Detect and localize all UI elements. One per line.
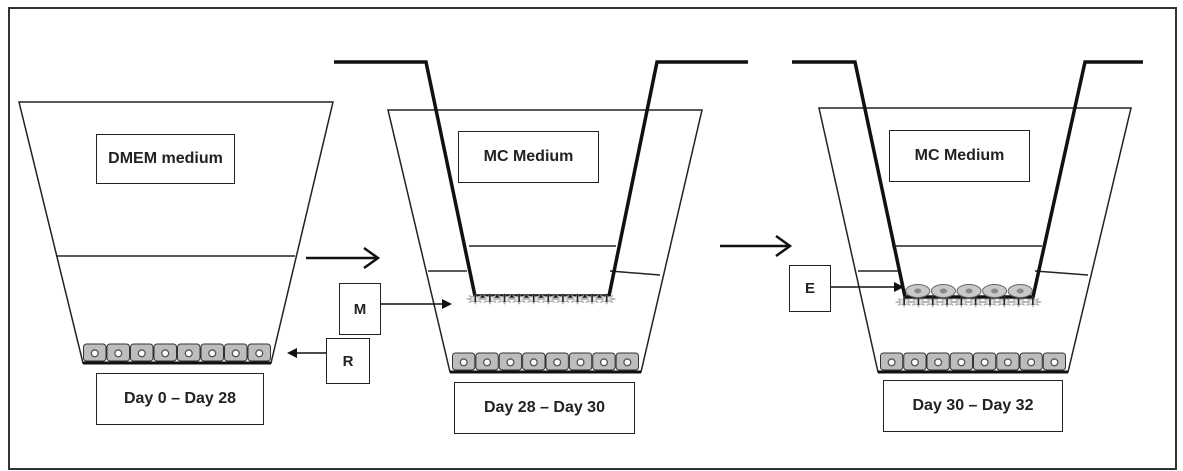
cell-nucleus xyxy=(910,358,919,367)
cell-nucleus xyxy=(980,358,989,367)
pointer-R xyxy=(287,348,326,358)
cell-nucleus xyxy=(957,358,966,367)
cell-nucleus xyxy=(184,349,193,358)
cell-nucleus xyxy=(991,288,999,294)
cell-nucleus xyxy=(90,349,99,358)
cell-nucleus xyxy=(599,358,608,367)
cell-nucleus xyxy=(623,358,632,367)
cell-monolayer-2 xyxy=(452,352,639,371)
stage-2-medium-label: MC Medium xyxy=(458,131,599,183)
well-3-medium-level-right xyxy=(1034,270,1089,276)
cell-nucleus xyxy=(934,358,943,367)
cell-nucleus xyxy=(887,358,896,367)
cell-nucleus xyxy=(1050,358,1059,367)
pointer-M xyxy=(374,299,452,309)
cell-nucleus xyxy=(459,358,468,367)
cell-monolayer-1 xyxy=(83,343,271,362)
cell-nucleus xyxy=(1027,358,1036,367)
cell-nucleus xyxy=(553,358,562,367)
cell-nucleus xyxy=(529,358,538,367)
cell-monolayer-3 xyxy=(880,352,1066,371)
cell-nucleus xyxy=(208,349,217,358)
well-stage-2 xyxy=(334,60,748,374)
cell-nucleus xyxy=(483,358,492,367)
cell-nucleus xyxy=(939,288,947,294)
cell-nucleus xyxy=(506,358,515,367)
stage-3-period-label: Day 30 – Day 32 xyxy=(883,380,1063,432)
membrane-cells-2 xyxy=(466,293,616,305)
well-2-medium-level-right xyxy=(609,270,661,276)
cell-nucleus xyxy=(1016,288,1024,294)
cell-nucleus xyxy=(965,288,973,294)
stage-1-period-label: Day 0 – Day 28 xyxy=(96,373,264,425)
pointer-E xyxy=(831,282,904,292)
label-R: R xyxy=(326,338,370,384)
cell-nucleus xyxy=(576,358,585,367)
stage-1-medium-label: DMEM medium xyxy=(96,134,235,184)
epithelial-cells-3 xyxy=(905,284,1033,298)
well-stage-1 xyxy=(18,101,334,365)
arrow-stage-2-to-3 xyxy=(720,234,793,258)
label-E: E xyxy=(789,265,831,312)
membrane-cells-3 xyxy=(895,296,1042,308)
cell-nucleus xyxy=(114,349,123,358)
outer-frame xyxy=(8,7,1177,470)
cell-nucleus xyxy=(161,349,170,358)
cell-nucleus xyxy=(255,349,264,358)
cell-nucleus xyxy=(231,349,240,358)
label-M: M xyxy=(339,283,381,335)
cell-nucleus xyxy=(1003,358,1012,367)
cell-nucleus xyxy=(137,349,146,358)
cell-nucleus xyxy=(914,288,922,294)
stage-3-medium-label: MC Medium xyxy=(889,130,1030,182)
arrow-stage-1-to-2 xyxy=(306,246,381,270)
well-stage-3 xyxy=(792,60,1143,374)
stage-2-period-label: Day 28 – Day 30 xyxy=(454,382,635,434)
